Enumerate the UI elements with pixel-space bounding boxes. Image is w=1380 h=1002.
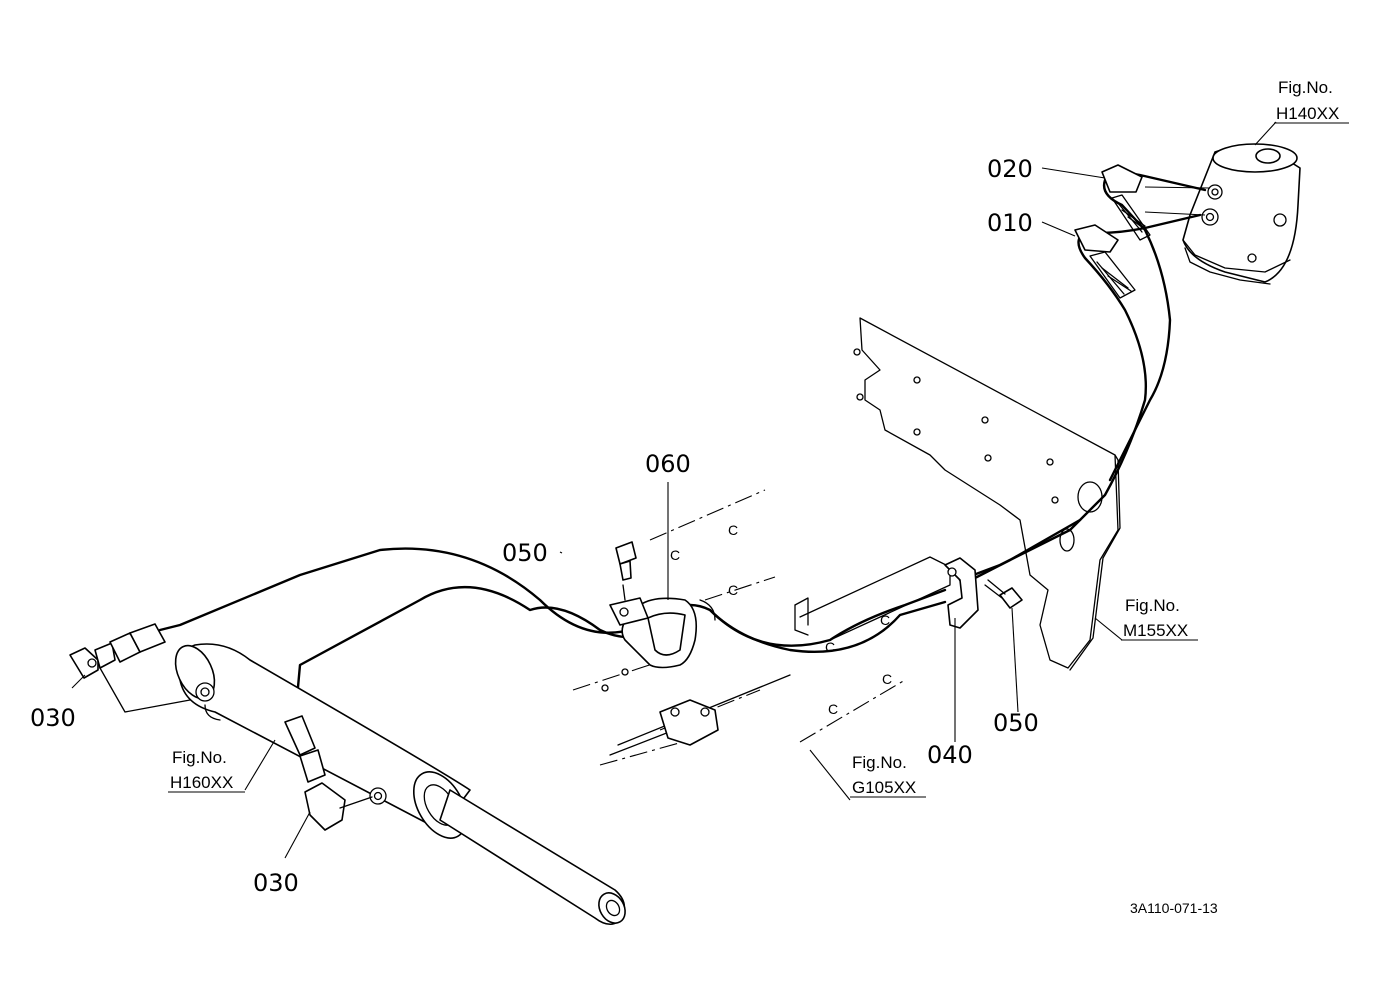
frame-hole-mark: C xyxy=(880,612,890,628)
bolt-050-a xyxy=(615,541,637,601)
fig-ref-prefix: Fig.No. xyxy=(172,748,227,767)
bracket-plate xyxy=(853,317,1121,671)
hose-010 xyxy=(1068,213,1202,532)
callout-030-a: 030 xyxy=(30,704,76,732)
callout-050-a: 050 xyxy=(502,539,548,567)
steering-cylinder xyxy=(174,643,626,926)
fig-ref-prefix: Fig.No. xyxy=(1125,596,1180,615)
callouts: 020 010 060 050 050 040 030 030 xyxy=(30,155,1039,897)
callout-020: 020 xyxy=(987,155,1033,183)
callout-030-b: 030 xyxy=(253,869,299,897)
clamp-060 xyxy=(609,597,716,669)
fig-ref-code: G105XX xyxy=(852,778,916,797)
hydraulic-line-upper xyxy=(158,528,1072,647)
callout-040: 040 xyxy=(927,741,973,769)
callout-010: 010 xyxy=(987,209,1033,237)
frame-hole-mark: C xyxy=(825,639,835,655)
clamp-040 xyxy=(944,557,979,629)
fig-ref-code: H140XX xyxy=(1276,104,1339,123)
figure-ref-h140: Fig.No. H140XX xyxy=(1274,78,1349,124)
frame-hole-mark: C xyxy=(882,671,892,687)
figure-ref-h160: Fig.No. H160XX xyxy=(168,748,245,793)
fig-ref-prefix: Fig.No. xyxy=(1278,78,1333,97)
bolt-050-b xyxy=(984,579,1023,609)
drawing-code: 3A110-071-13 xyxy=(1130,900,1218,916)
fig-ref-code: M155XX xyxy=(1123,621,1188,640)
callout-060: 060 xyxy=(645,450,691,478)
frame-hole-mark: C xyxy=(728,522,738,538)
frame-hole-mark: C xyxy=(670,547,680,563)
hose-020 xyxy=(1101,164,1207,482)
figure-ref-m155: Fig.No. M155XX xyxy=(1121,596,1198,641)
frame-outline: C C C C C C C xyxy=(572,489,951,766)
leader-lines xyxy=(71,121,1277,859)
callout-050-b: 050 xyxy=(993,709,1039,737)
steering-unit xyxy=(1182,143,1301,285)
fig-ref-prefix: Fig.No. xyxy=(852,753,907,772)
fitting-030-b xyxy=(284,715,373,831)
figure-ref-g105: Fig.No. G105XX xyxy=(850,753,926,798)
frame-hole-mark: C xyxy=(728,582,738,598)
fitting-030-a xyxy=(69,623,191,713)
frame-hole-mark: C xyxy=(828,701,838,717)
fig-ref-code: H160XX xyxy=(170,773,233,792)
